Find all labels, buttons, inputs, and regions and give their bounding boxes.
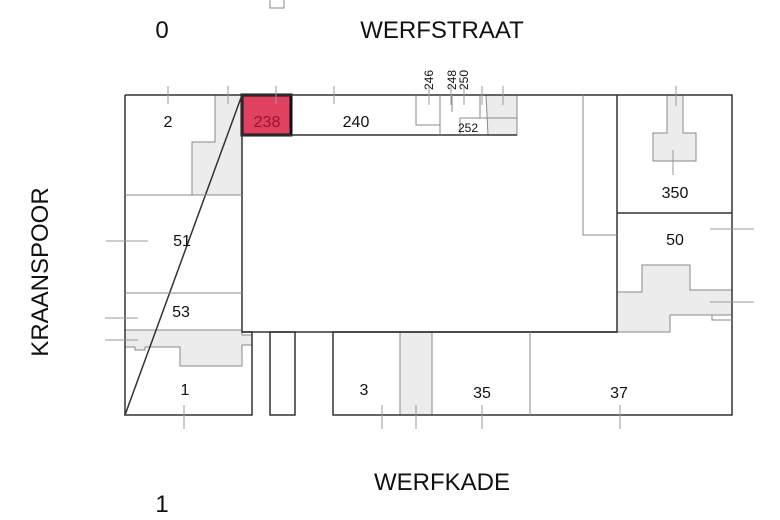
leader-lines [105, 86, 754, 429]
room-37[interactable]: 37 [610, 385, 628, 402]
room-238[interactable]: 238 [254, 114, 281, 131]
shaded-stair-top [485, 94, 518, 136]
street-werfkade: WERFKADE [374, 469, 510, 496]
room-51[interactable]: 51 [173, 233, 191, 250]
room-252[interactable]: 252 [458, 121, 478, 135]
room-2[interactable]: 2 [164, 114, 173, 131]
level-label-top: 0 [155, 17, 168, 44]
room-1[interactable]: 1 [181, 382, 190, 399]
room-3[interactable]: 3 [360, 382, 369, 399]
room-250[interactable]: 250 [457, 70, 471, 90]
shaded-circulation-1 [124, 329, 253, 367]
street-werfstraat: WERFSTRAAT [360, 17, 524, 44]
level-label-bottom: 1 [155, 491, 168, 518]
shaded-circulation-2 [191, 94, 243, 196]
shaded-circulation-50 [616, 264, 733, 333]
street-kraanspoor: KRAANSPOOR [27, 187, 54, 356]
room-246[interactable]: 246 [422, 70, 436, 90]
shaded-stair-350 [652, 94, 697, 162]
pillar [269, 331, 296, 416]
room-248[interactable]: 248 [445, 70, 459, 90]
room-350[interactable]: 350 [662, 185, 689, 202]
room-50[interactable]: 50 [666, 232, 684, 249]
shaded-passage [399, 331, 433, 416]
room-53[interactable]: 53 [172, 304, 190, 321]
room-35[interactable]: 35 [473, 385, 491, 402]
room-240[interactable]: 240 [343, 114, 370, 131]
building-outline [123, 94, 733, 416]
small-marker [269, 0, 285, 9]
